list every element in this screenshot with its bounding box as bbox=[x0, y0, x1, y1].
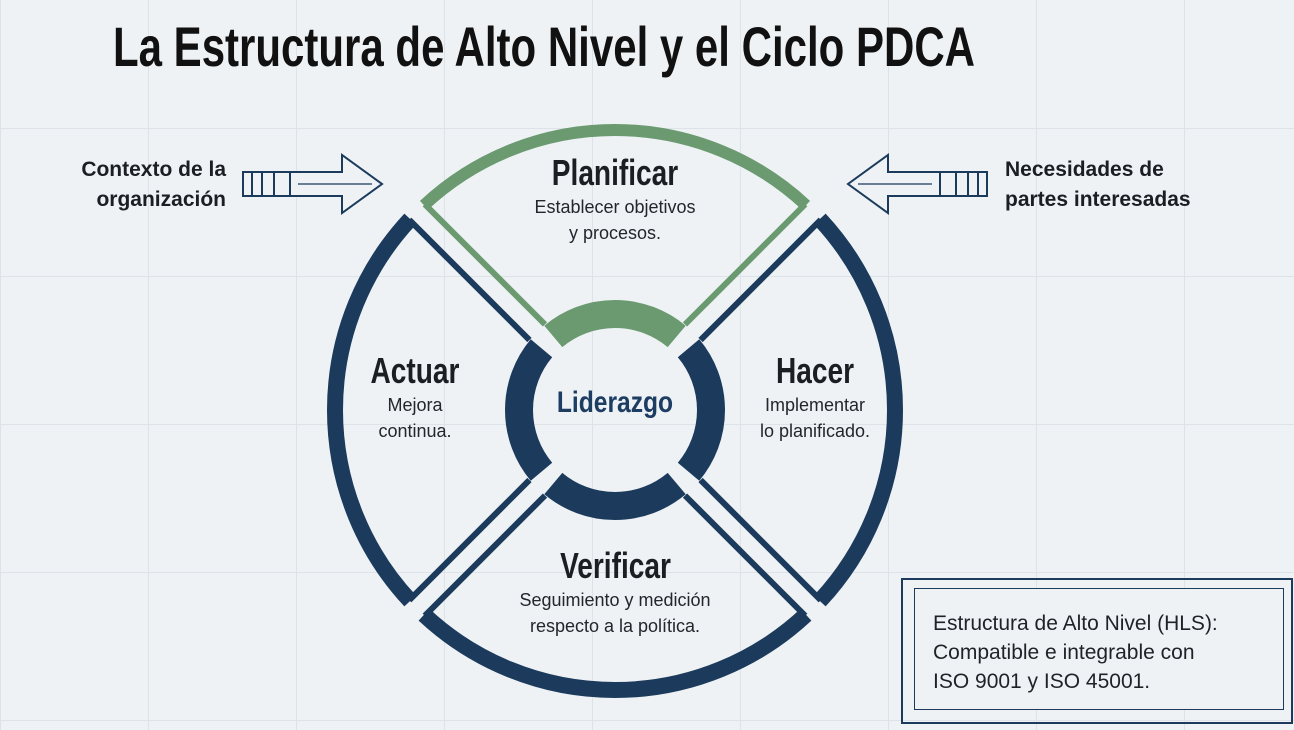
quadrant-desc: Establecer objetivos bbox=[534, 197, 696, 217]
divider-plan bbox=[682, 202, 808, 327]
outer-arc-do bbox=[813, 213, 903, 607]
input-context: Contexto de la organización bbox=[66, 155, 226, 215]
inner-arc-plan bbox=[544, 300, 686, 348]
inner-arc-do bbox=[677, 339, 725, 481]
input-context-line2: organización bbox=[96, 188, 226, 211]
quadrant-title: Actuar bbox=[370, 350, 460, 391]
quadrant-title: Planificar bbox=[551, 152, 679, 193]
note-line: Compatible e integrable con bbox=[933, 641, 1195, 664]
divider-check bbox=[682, 493, 808, 618]
quadrant-do: Hacer Implementar lo planificado. bbox=[760, 350, 870, 444]
note-line: ISO 9001 y ISO 45001. bbox=[933, 670, 1151, 693]
input-stakeholders: Necesidades de partes interesadas bbox=[1005, 155, 1191, 215]
quadrant-act: Actuar Mejora continua. bbox=[358, 350, 472, 444]
note-frame bbox=[901, 578, 1293, 724]
quadrant-desc: Mejora bbox=[387, 395, 443, 415]
divider-do bbox=[698, 477, 823, 603]
quadrant-desc: respecto a la política. bbox=[529, 616, 701, 636]
inner-arc-check bbox=[544, 472, 686, 520]
quadrant-plan: Planificar Establecer objetivos y proces… bbox=[534, 152, 696, 246]
input-context-line1: Contexto de la bbox=[81, 158, 226, 181]
inner-arc-act bbox=[505, 339, 553, 481]
hls-note: Estructura de Alto Nivel (HLS): Compatib… bbox=[914, 588, 1284, 710]
note-line: Estructura de Alto Nivel (HLS): bbox=[933, 612, 1218, 635]
divider-act bbox=[407, 477, 532, 603]
divider-check bbox=[422, 493, 548, 618]
quadrant-desc: continua. bbox=[378, 421, 452, 441]
quadrant-title: Hacer bbox=[775, 350, 855, 391]
quadrant-desc: Implementar bbox=[764, 395, 866, 415]
divider-act bbox=[407, 217, 532, 343]
input-stakeholders-line1: Necesidades de bbox=[1005, 158, 1164, 181]
outer-arc-act bbox=[327, 213, 417, 607]
quadrant-check: Verificar Seguimiento y medición respect… bbox=[519, 545, 710, 639]
divider-do bbox=[698, 217, 823, 343]
outer-arc-check bbox=[418, 608, 812, 698]
outer-arc-plan bbox=[419, 124, 811, 210]
arrow-left-icon bbox=[846, 153, 988, 215]
divider-plan bbox=[422, 202, 548, 327]
quadrant-desc: lo planificado. bbox=[759, 421, 871, 441]
quadrant-title: Verificar bbox=[559, 545, 671, 586]
input-stakeholders-line2: partes interesadas bbox=[1005, 188, 1191, 211]
quadrant-desc: Seguimiento y medición bbox=[519, 590, 711, 610]
arrow-right-icon bbox=[242, 153, 384, 215]
center-leadership: Liderazgo bbox=[556, 386, 674, 419]
quadrant-desc: y procesos. bbox=[568, 223, 662, 243]
page-title: La Estructura de Alto Nivel y el Ciclo P… bbox=[113, 15, 975, 78]
